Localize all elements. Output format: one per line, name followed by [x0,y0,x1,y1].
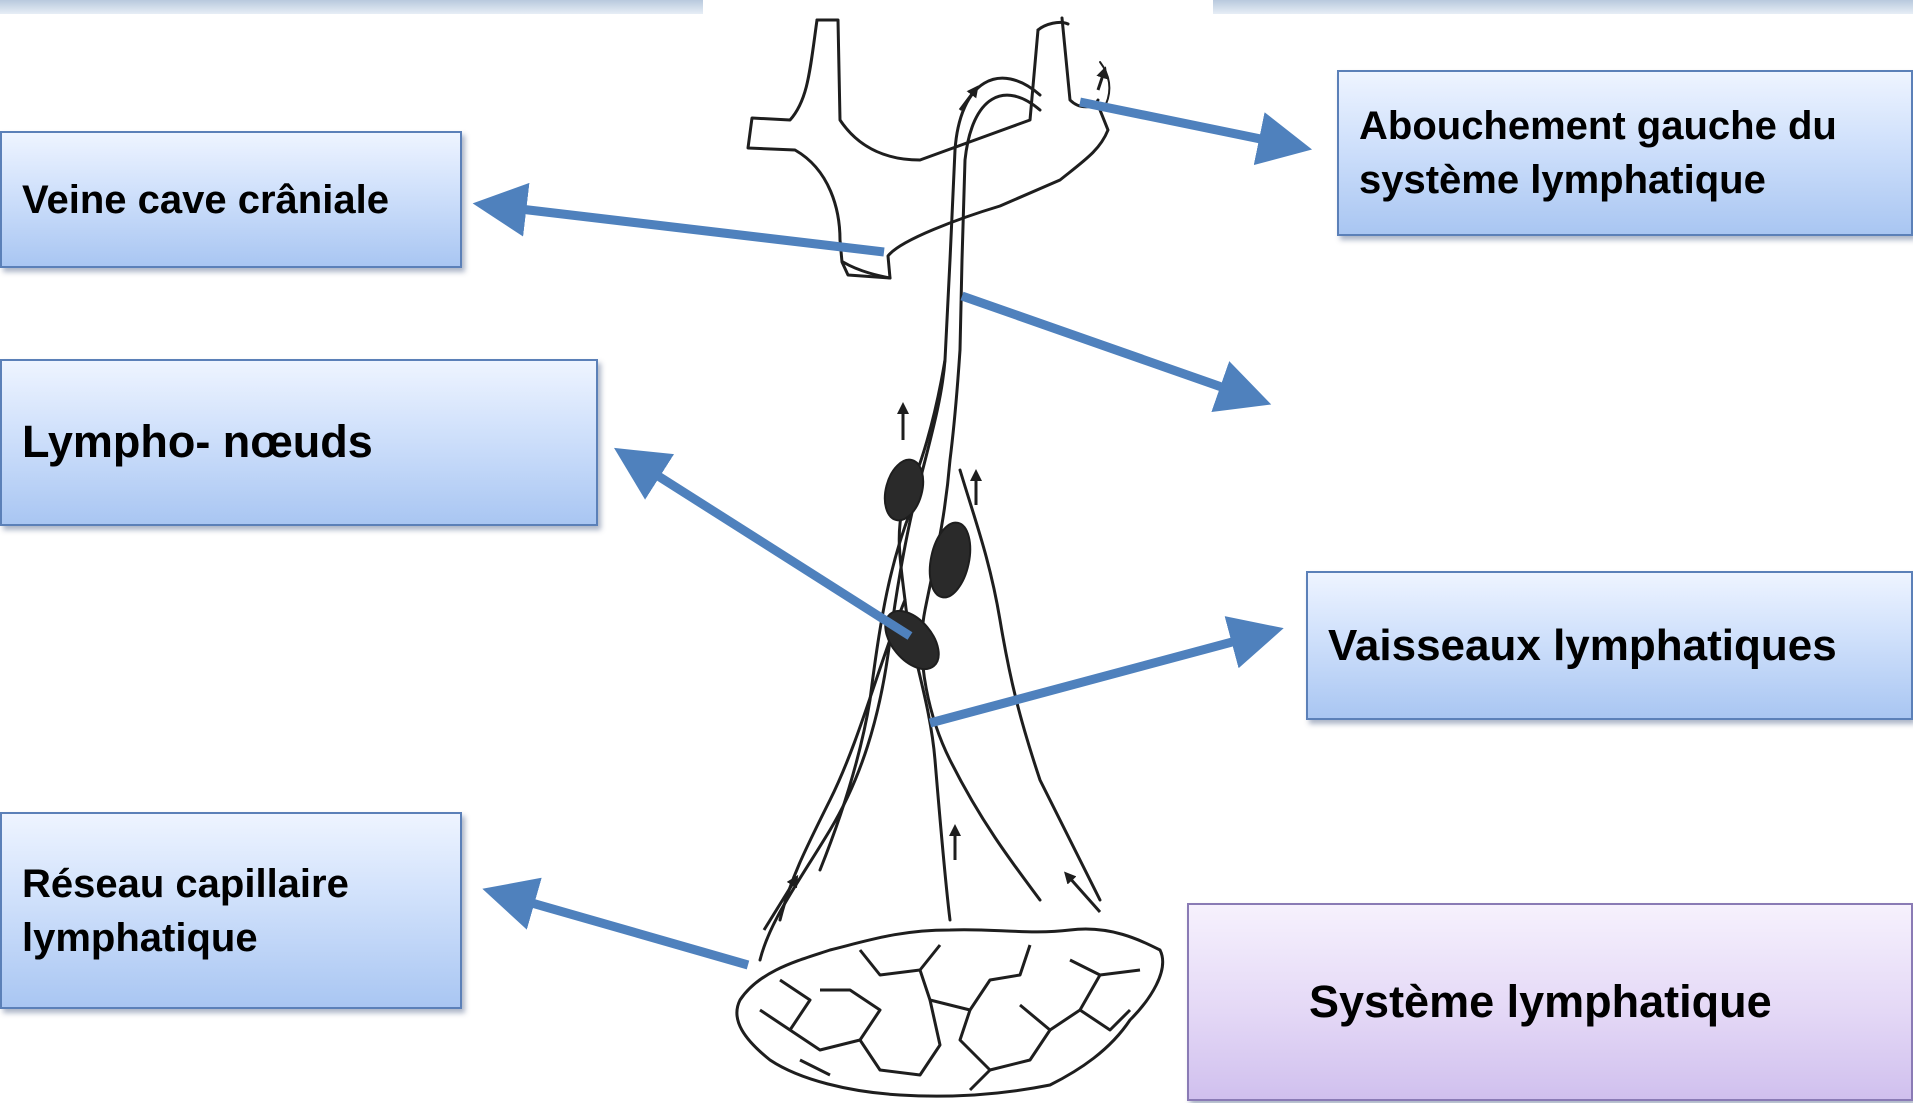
label-lympho-noeuds: Lympho- nœuds [0,359,598,526]
label-vaisseaux-lymphatiques: Vaisseaux lymphatiques [1306,571,1913,720]
label-reseau-capillaire: Réseau capillaire lymphatique [0,812,462,1009]
label-reseau-capillaire-text: Réseau capillaire lymphatique [22,857,349,965]
label-lympho-noeuds-text: Lympho- nœuds [22,412,373,473]
label-abouchement-gauche: Abouchement gauche du système lymphatiqu… [1337,70,1913,236]
label-vaisseaux-text: Vaisseaux lymphatiques [1328,616,1837,675]
title-systeme-text: Système lymphatique [1309,972,1772,1033]
label-veine-cave-text: Veine cave crâniale [22,173,389,227]
label-abouchement-text: Abouchement gauche du système lymphatiqu… [1359,99,1837,207]
title-systeme-lymphatique: Système lymphatique [1187,903,1913,1101]
label-veine-cave-craniale: Veine cave crâniale [0,131,462,268]
